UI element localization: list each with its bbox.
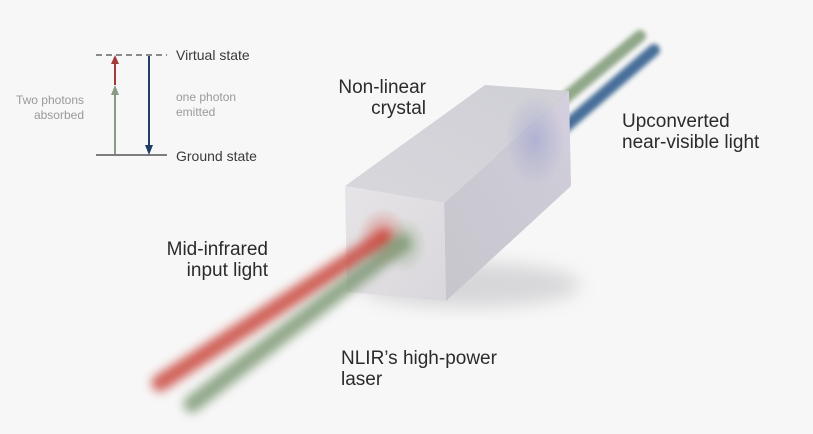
- crystal-blue-glow: [505, 95, 565, 185]
- mid-infrared-input-label: Mid-infrared input light: [120, 239, 268, 281]
- upconverted-line-2: near-visible light: [622, 132, 760, 153]
- absorption-arrow-lower-head: [111, 85, 119, 95]
- incoming-beams: [151, 229, 411, 413]
- laser-line-1: NLIR’s high-power: [341, 348, 497, 369]
- upconverted-line-1: Upconverted: [622, 111, 730, 132]
- two-photons-absorbed-label: Two photons absorbed: [0, 93, 84, 123]
- input-line-1: Mid-infrared: [166, 239, 268, 260]
- absorption-arrow-upper-head: [111, 55, 119, 64]
- laser-line-2: laser: [341, 369, 383, 390]
- emitted-line-2: emitted: [176, 105, 216, 119]
- energy-level-diagram: [96, 54, 167, 156]
- ground-state-label: Ground state: [176, 148, 257, 164]
- crystal-label-line-1: Non-linear: [338, 77, 426, 98]
- absorbed-line-2: absorbed: [33, 108, 84, 122]
- emission-arrow-head: [145, 145, 153, 155]
- crystal-label-line-2: crystal: [371, 98, 426, 119]
- high-power-laser-label: NLIR’s high-power laser: [341, 348, 497, 390]
- crystal-label: Non-linear crystal: [300, 77, 426, 119]
- upconverted-light-label: Upconverted near-visible light: [622, 111, 759, 153]
- one-photon-emitted-label: one photon emitted: [176, 90, 236, 120]
- absorbed-line-1: Two photons: [15, 93, 84, 107]
- input-line-2: input light: [186, 260, 268, 281]
- high-power-laser-beam: [183, 234, 411, 413]
- virtual-state-label: Virtual state: [176, 47, 250, 63]
- mid-infrared-input-beam: [151, 229, 393, 392]
- emitted-line-1: one photon: [176, 90, 237, 104]
